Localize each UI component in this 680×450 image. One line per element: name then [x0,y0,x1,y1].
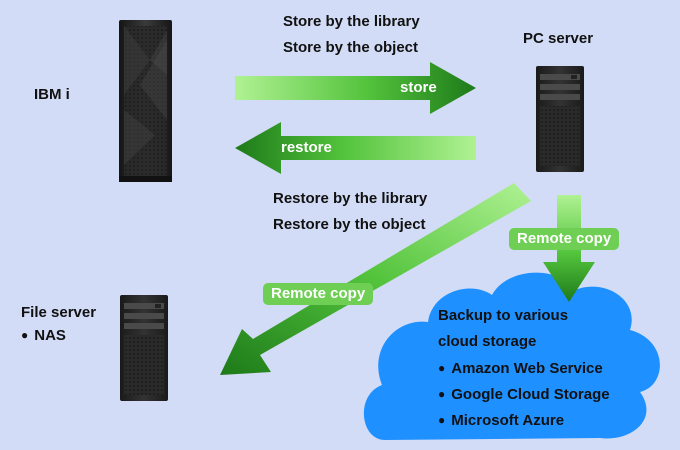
store-arrow [235,62,476,114]
pc-server-label: PC server [523,30,594,47]
remote-copy-nas-chip: Remote copy [263,283,374,305]
cloud-item-azure: Microsoft Azure [438,412,564,430]
cloud-item-gcs: Google Cloud Storage [438,386,609,404]
restore-arrow-label: restore [281,139,332,156]
store-line-1: Store by the library [283,13,420,30]
restore-line-1: Restore by the library [273,190,428,207]
file-server-icon [120,295,168,401]
remote-copy-cloud-chip: Remote copy [509,228,620,250]
cloud-title-line-2: cloud storage [438,333,537,350]
restore-arrow [235,122,476,174]
restore-line-2: Restore by the object [273,216,426,233]
pc-server-icon [536,66,584,172]
file-server-label: File server [21,304,97,321]
store-line-2: Store by the object [283,39,419,56]
ibmi-server-icon [119,20,172,182]
cloud-title-line-1: Backup to various [438,307,569,324]
nas-copy-arrow [220,183,531,375]
cloud-item-aws: Amazon Web Service [438,360,602,378]
nas-label: NAS [21,327,66,345]
store-arrow-label: store [400,79,437,96]
ibmi-label: IBM i [34,86,70,103]
